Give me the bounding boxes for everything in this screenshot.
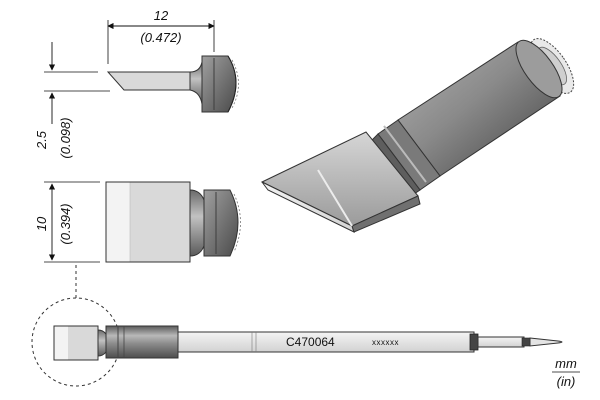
full-tip-view: C470064 xxxxxx — [31, 264, 563, 387]
full-tip-ring — [469, 333, 479, 351]
width-mm-label: 10 — [34, 216, 49, 231]
side-view-blade — [106, 71, 191, 91]
tip-blade-side — [351, 195, 421, 233]
units-legend: mm (in) — [552, 356, 580, 389]
width-dimension: 10 (0.394) — [34, 181, 100, 263]
front-view-collar — [203, 189, 239, 257]
thickness-mm-label: 2.5 — [34, 130, 49, 150]
side-view — [106, 55, 239, 113]
side-view-neck — [189, 61, 203, 105]
units-imperial-label: (in) — [557, 374, 576, 389]
units-metric-label: mm — [555, 356, 577, 371]
full-tip-collar — [105, 325, 179, 359]
length-in-label: (0.472) — [140, 30, 181, 45]
thickness-in-label: (0.098) — [58, 117, 73, 158]
full-tip-point — [529, 337, 563, 347]
marking-label: xxxxxx — [372, 338, 399, 347]
length-dimension: 12 (0.472) — [107, 8, 215, 64]
full-tip-rod — [477, 336, 525, 348]
side-view-collar — [201, 55, 237, 113]
part-number-label: C470064 — [286, 335, 335, 349]
length-mm-label: 12 — [154, 8, 169, 23]
isometric-view — [260, 38, 575, 233]
thickness-dimension: 2.5 (0.098) — [34, 42, 110, 159]
front-view-neck — [189, 189, 205, 257]
front-view — [105, 181, 241, 263]
width-in-label: (0.394) — [58, 203, 73, 244]
